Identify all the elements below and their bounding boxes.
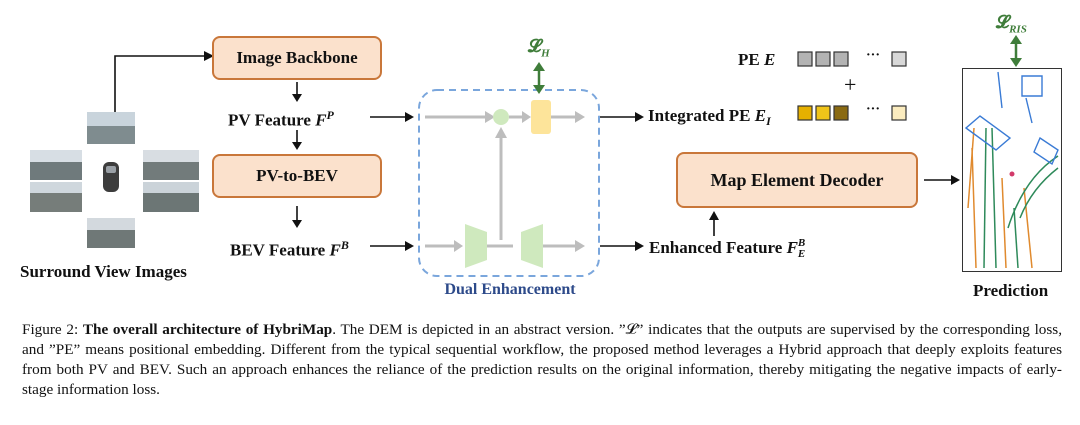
pe-e-symbol: E: [763, 50, 776, 69]
integrated-pe-label: Integrated PE EI: [648, 106, 771, 130]
bev-feature-symbol: F: [329, 240, 341, 260]
loss-ris-symbol: 𝓛: [996, 12, 1010, 32]
prediction-map: [962, 68, 1062, 272]
integrated-pe-tokens: [797, 105, 907, 121]
pv-feature-symbol: F: [315, 110, 327, 130]
pv-to-bev-down-arrow: [292, 206, 302, 228]
caption-body: . The DEM is depicted in an abstract ver…: [22, 321, 1063, 398]
caption-title: The overall architecture of HybriMap: [82, 321, 333, 338]
bev-feature-text: BEV Feature: [230, 240, 326, 260]
pv-feature-text: PV Feature: [228, 110, 311, 130]
backbone-down-arrow: [292, 82, 302, 102]
enhanced-feature-symbol: F: [786, 238, 798, 257]
enhanced-feature-sub: E: [797, 248, 806, 261]
loss-ris-sub: RIS: [1009, 23, 1027, 36]
dual-enhancement-label: Dual Enhancement: [444, 281, 576, 298]
loss-ris-label: 𝓛RIS: [996, 12, 1027, 36]
pv-feature-label: PV Feature FP: [228, 107, 334, 131]
enhanced-feature-text: Enhanced Feature: [649, 238, 783, 257]
enhanced-feature-sup: B: [797, 237, 806, 250]
surround-view-label: Surround View Images: [20, 262, 187, 281]
plus-sign: +: [844, 72, 857, 97]
dual-enhancement-module: [418, 62, 600, 277]
pe-e-label: PE E: [738, 50, 775, 70]
prediction-label: Prediction: [973, 281, 1049, 300]
loss-h-sub: H: [541, 47, 550, 60]
integrated-pe-text: Integrated PE: [648, 106, 751, 125]
figure-caption: Figure 2: The overall architecture of Hy…: [22, 320, 1062, 400]
pv-to-bev-box: PV-to-BEV: [212, 154, 382, 198]
pv-into-dem-arrow: [370, 112, 414, 122]
pe-e-ellipsis: ···: [866, 48, 881, 63]
pe-e-tokens: [797, 51, 907, 67]
map-element-decoder-label: Map Element Decoder: [710, 169, 884, 190]
image-backbone-label: Image Backbone: [236, 48, 358, 67]
decoder-to-prediction-arrow: [924, 175, 960, 185]
caption-prefix: Figure 2:: [22, 321, 83, 338]
enhanced-to-decoder-arrow: [709, 211, 719, 236]
pv-to-bev-label: PV-to-BEV: [256, 166, 338, 185]
pv-feature-down-arrow: [292, 130, 302, 150]
loss-h-label: 𝓛H: [528, 36, 550, 60]
image-backbone-box: Image Backbone: [212, 36, 382, 80]
image-to-backbone-arrow: [114, 51, 214, 112]
integrated-pe-symbol: E: [754, 106, 767, 125]
bev-feature-sup: B: [340, 238, 349, 252]
loss-ris-arrow: [1010, 35, 1022, 67]
loss-h-symbol: 𝓛: [528, 36, 542, 56]
pe-e-text: PE: [738, 50, 760, 69]
architecture-figure: Surround View Images Image Backbone PV F…: [20, 12, 1062, 300]
pv-feature-sup: P: [326, 108, 334, 122]
dem-to-integrated-pe-arrow: [600, 112, 644, 122]
integrated-pe-sub: I: [766, 114, 771, 129]
surround-view-images: [30, 112, 199, 248]
map-element-decoder-box: Map Element Decoder: [676, 152, 918, 208]
dem-to-enhanced-arrow: [600, 241, 644, 251]
bev-into-dem-arrow: [370, 241, 414, 251]
integrated-pe-ellipsis: ···: [866, 102, 881, 117]
bev-feature-label: BEV Feature FB: [230, 237, 349, 261]
